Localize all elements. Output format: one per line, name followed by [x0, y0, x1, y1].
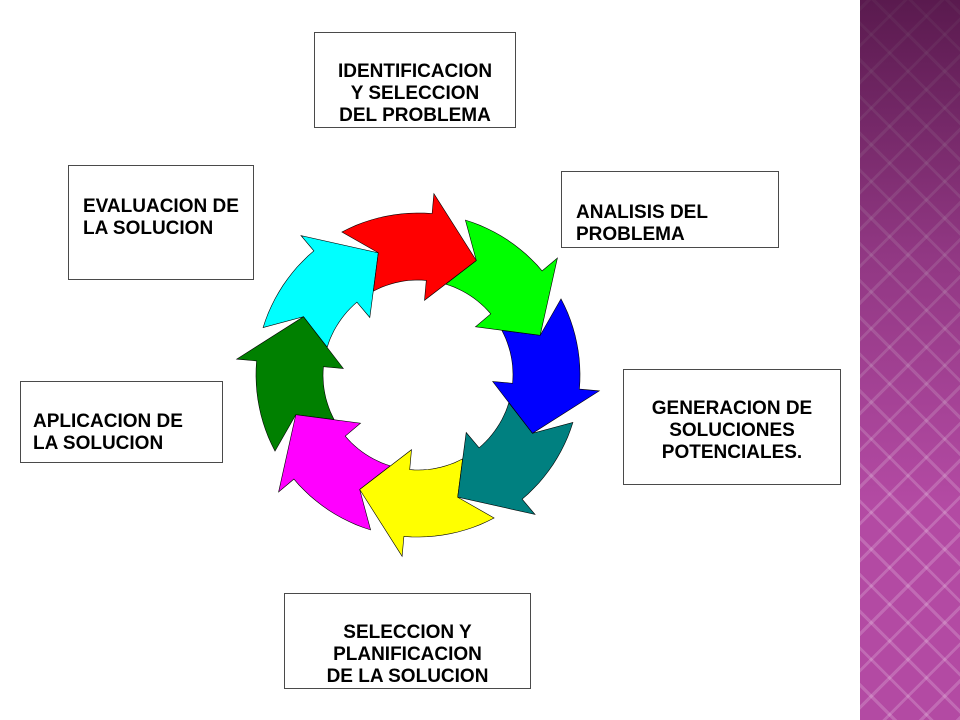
step-label-generacion: GENERACION DE SOLUCIONES POTENCIALES. — [651, 398, 813, 463]
step-label-evaluacion: EVALUACION DE LA SOLUCION — [83, 196, 239, 239]
step-box-seleccion: SELECCION Y PLANIFICACION DE LA SOLUCION — [284, 593, 531, 689]
step-label-analisis: ANALISIS DEL PROBLEMA — [576, 202, 708, 245]
cycle-arrow-blue — [492, 298, 601, 434]
cycle-arrow-darkgreen — [235, 316, 344, 452]
cycle-arrow-red — [341, 192, 477, 301]
decorative-side-panel — [856, 0, 960, 720]
cycle-arrow-yellow — [359, 449, 495, 558]
cycle-arrow-teal — [457, 402, 574, 515]
slide: IDENTIFICACION Y SELECCION DEL PROBLEMA … — [8, 0, 856, 720]
cycle-arrow-green — [445, 219, 558, 336]
step-box-aplicacion: APLICACION DE LA SOLUCION — [20, 381, 223, 463]
cycle-diagram — [235, 192, 601, 558]
cycle-arrow-magenta — [278, 414, 391, 531]
step-label-aplicacion: APLICACION DE LA SOLUCION — [33, 411, 183, 454]
step-box-evaluacion: EVALUACION DE LA SOLUCION — [68, 165, 254, 280]
cycle-arrow-cyan — [262, 235, 379, 348]
step-box-identificacion: IDENTIFICACION Y SELECCION DEL PROBLEMA — [314, 32, 516, 128]
side-panel-divider — [856, 0, 860, 720]
diagram-area: IDENTIFICACION Y SELECCION DEL PROBLEMA … — [8, 0, 856, 720]
step-box-analisis: ANALISIS DEL PROBLEMA — [561, 171, 779, 248]
step-label-seleccion: SELECCION Y PLANIFICACION DE LA SOLUCION — [326, 622, 489, 687]
step-label-identificacion: IDENTIFICACION Y SELECCION DEL PROBLEMA — [337, 61, 493, 126]
step-box-generacion: GENERACION DE SOLUCIONES POTENCIALES. — [623, 369, 841, 485]
